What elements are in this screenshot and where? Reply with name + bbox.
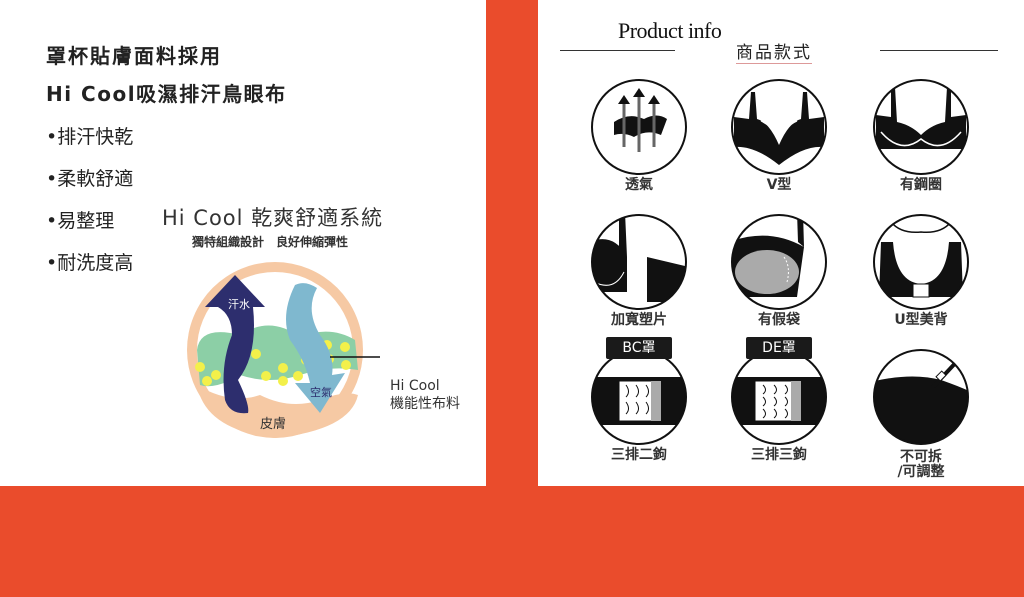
feature-label: 加寬塑片	[579, 313, 699, 328]
u-back-icon	[873, 214, 969, 310]
skin-label: 皮膚	[260, 416, 286, 432]
hicool-diagram: 汗水 空氣 皮膚	[187, 262, 380, 438]
bullet-item: •耐洗度高	[46, 252, 134, 274]
feature-label-text: /可調整	[897, 464, 945, 480]
fabric-label-line-1: Hi Cool	[390, 378, 440, 394]
adjustable-strap-icon	[873, 349, 969, 445]
bullet-item: •易整理	[46, 210, 115, 232]
v-shape-bra-icon	[731, 79, 827, 175]
feature-label: V型	[719, 178, 839, 193]
bullet-item: •柔軟舒適	[46, 168, 134, 190]
sweat-arrow	[205, 275, 265, 414]
hook-3x2-icon	[591, 349, 687, 445]
system-title: Hi Cool 乾爽舒適系統	[162, 206, 384, 230]
feature-label: 三排二鉤	[579, 448, 699, 463]
breathable-icon	[591, 79, 687, 175]
fabric-label-line-2: 機能性布料	[390, 396, 460, 412]
feature-label: 透氣	[579, 178, 699, 193]
bullet-item: •排汗快乾	[46, 126, 134, 148]
hook-3x3-icon	[731, 349, 827, 445]
feature-label: 有鋼圈	[861, 178, 981, 193]
feature-label: 三排三鉤	[719, 448, 839, 463]
cup-size-tag: DE罩	[746, 337, 812, 359]
feature-label-text: 三排三鉤	[751, 447, 807, 463]
heading-line-2: Hi Cool吸濕排汗鳥眼布	[46, 82, 287, 106]
heading-line-1: 罩杯貼膚面料採用	[46, 44, 222, 68]
feature-label-text: 透氣	[625, 177, 653, 193]
title-en: Product info	[618, 18, 722, 43]
feature-label-text: V型	[766, 177, 792, 193]
divider	[880, 50, 998, 51]
feature-label: 不可拆/可調整	[861, 450, 981, 480]
fabric-label: Hi Cool 機能性布料	[390, 377, 460, 413]
underwire-icon	[873, 79, 969, 175]
left-panel: 罩杯貼膚面料採用 Hi Cool吸濕排汗鳥眼布 •排汗快乾 •柔軟舒適 •易整理…	[0, 0, 486, 486]
air-arrow	[286, 283, 345, 413]
feature-label-text: 加寬塑片	[611, 312, 667, 328]
feature-label-text: 有鋼圈	[900, 177, 942, 193]
sweat-label: 汗水	[228, 298, 250, 311]
wide-side-panel-icon	[591, 214, 687, 310]
cup-size-tag: BC罩	[606, 337, 672, 359]
right-panel: Product info 商品款式 透氣 V型 有鋼圈加寬塑片 有假袋 U型美背 BC罩三…	[538, 0, 1024, 486]
pad-pocket-icon	[731, 214, 827, 310]
feature-label: 有假袋	[719, 313, 839, 328]
divider	[560, 50, 675, 51]
feature-label-text: 有假袋	[758, 312, 800, 328]
feature-label-text: 三排二鉤	[611, 447, 667, 463]
feature-label-text: U型美背	[894, 312, 948, 328]
feature-label-text: 不可拆	[900, 449, 942, 465]
system-subtitle: 獨特組織設計 良好伸縮彈性	[192, 235, 349, 249]
feature-label: U型美背	[861, 313, 981, 328]
title-zh: 商品款式	[736, 38, 812, 64]
air-label: 空氣	[310, 385, 332, 399]
